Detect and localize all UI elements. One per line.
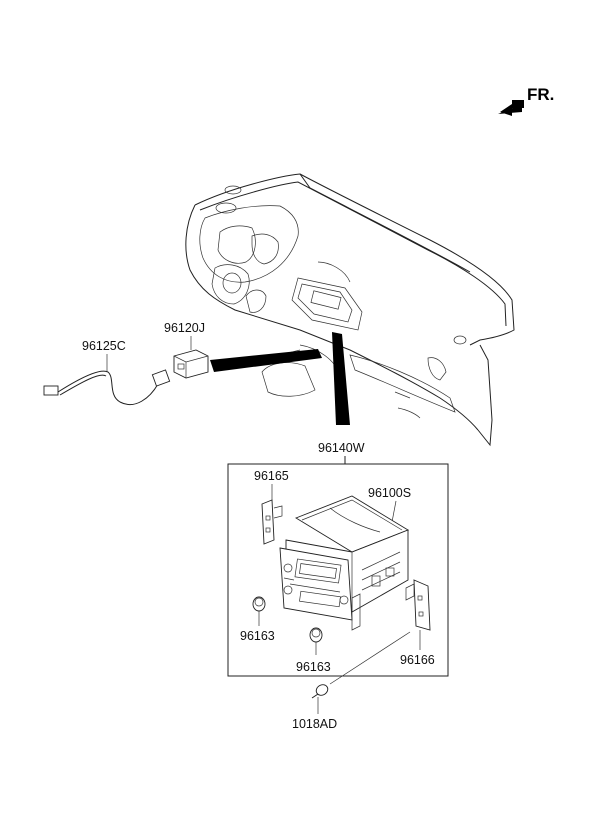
screw-leader xyxy=(329,631,411,685)
label-knob-left: 96163 xyxy=(240,629,275,643)
front-arrow-icon xyxy=(498,100,524,116)
label-antenna-cable: 96125C xyxy=(82,339,126,353)
assembly-box xyxy=(227,463,449,677)
dashboard-illustration xyxy=(185,173,515,447)
screw xyxy=(311,684,329,714)
label-knob-right: 96163 xyxy=(296,660,331,674)
bracket-right xyxy=(405,579,431,650)
leader-strips xyxy=(210,332,350,425)
aux-jack xyxy=(173,336,209,379)
bracket-left xyxy=(261,499,283,545)
label-audio-assembly: 96140W xyxy=(318,441,365,455)
knob-right xyxy=(309,627,323,655)
direction-label: FR. xyxy=(527,85,554,104)
head-unit xyxy=(279,495,410,631)
label-bracket-left: 96165 xyxy=(254,469,289,483)
antenna-cable xyxy=(43,354,171,406)
label-bracket-right: 96166 xyxy=(400,653,435,667)
label-head-unit: 96100S xyxy=(368,486,411,500)
label-aux-jack: 96120J xyxy=(164,321,205,335)
knob-left xyxy=(252,596,266,626)
label-screw: 1018AD xyxy=(292,717,337,731)
